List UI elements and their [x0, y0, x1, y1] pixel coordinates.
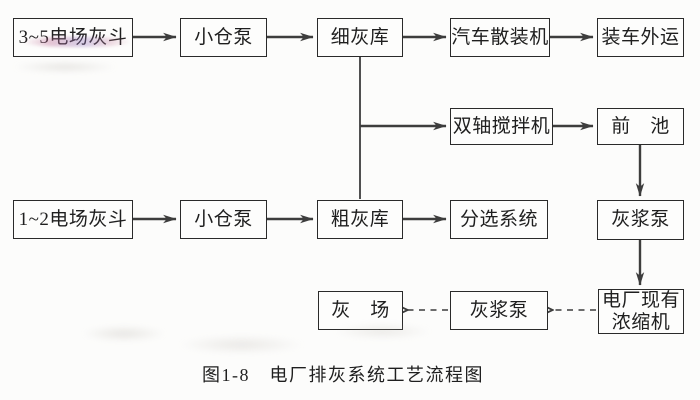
flow-node-fine-ash-silo: 细灰库 [317, 18, 403, 57]
flow-node-sorting-system: 分选系统 [450, 200, 548, 239]
flow-node-forebay: 前 池 [597, 108, 684, 145]
flow-node-slurry-pump-right: 灰浆泵 [597, 200, 684, 240]
flow-node-silo-pump-top: 小仓泵 [180, 18, 267, 57]
flow-node-ash-yard: 灰 场 [318, 291, 403, 330]
scan-artifact-smudge-bottom [30, 316, 500, 360]
flow-node-silo-pump-bottom: 小仓泵 [180, 200, 267, 239]
figure-caption: 图1-8 电厂排灰系统工艺流程图 [202, 365, 484, 385]
flow-node-slurry-pump-bottom: 灰浆泵 [450, 291, 548, 330]
flow-node-hopper-1-2: 1~2电场灰斗 [13, 200, 133, 239]
flow-node-twin-shaft-mixer: 双轴搅拌机 [450, 108, 553, 145]
scan-artifact-smudge-topleft [5, 58, 155, 76]
flow-node-existing-thickener: 电厂现有 浓缩机 [598, 289, 684, 334]
flow-node-load-transport-out: 装车外运 [597, 18, 684, 57]
flow-node-hopper-3-5: 3~5电场灰斗 [13, 18, 133, 57]
flow-node-truck-bulk-loader: 汽车散装机 [450, 18, 550, 57]
flow-node-coarse-ash-silo: 粗灰库 [317, 200, 403, 239]
